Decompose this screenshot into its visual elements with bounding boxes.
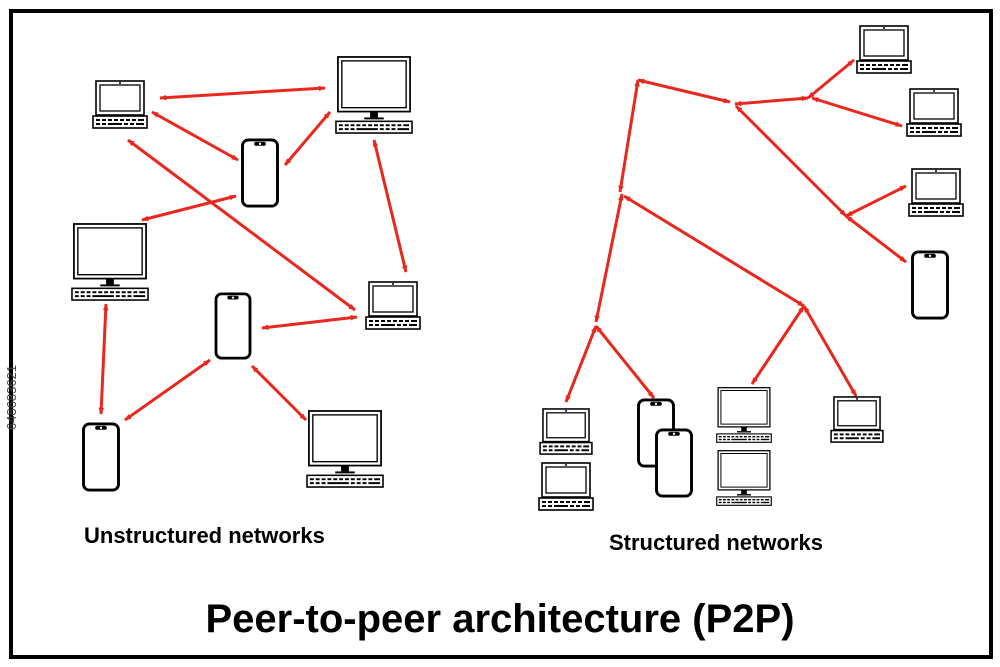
diagram-frame xyxy=(9,9,993,659)
unstructured-networks-label: Unstructured networks xyxy=(84,523,325,548)
phone-icon xyxy=(655,428,693,498)
link-top-left-hub xyxy=(618,79,640,193)
link-lefthub-bottomhub xyxy=(594,193,624,323)
link-hub2-laptop2 xyxy=(811,96,903,128)
link-phone1-desktop2 xyxy=(141,194,237,222)
stock-id-watermark: 648683621 xyxy=(4,364,19,430)
desktop-icon xyxy=(71,223,149,301)
link-top-hub xyxy=(637,78,731,104)
phone-icon xyxy=(81,422,121,492)
laptop-icon xyxy=(906,88,962,137)
link-lefthub-righthub xyxy=(623,194,805,308)
laptop-icon xyxy=(830,396,884,443)
desktop-icon xyxy=(306,410,384,488)
link-bottomhub-laptop4 xyxy=(564,325,598,403)
link-righthub-desktop1 xyxy=(750,305,806,385)
link-desktop1-laptop2 xyxy=(372,139,408,273)
structured-networks-label: Structured networks xyxy=(609,530,823,555)
phone-icon xyxy=(214,292,252,360)
unstructured-devices xyxy=(71,56,421,492)
link-laptop1-phone1 xyxy=(151,110,239,162)
link-righthub-laptop6 xyxy=(802,305,858,397)
link-phone2-laptop2 xyxy=(261,314,358,331)
unstructured-links xyxy=(98,85,408,422)
page-title: Peer-to-peer architecture (P2P) xyxy=(205,597,795,641)
phone-icon xyxy=(241,138,279,208)
link-desktop1-phone1 xyxy=(283,111,332,166)
desktop-icon xyxy=(335,56,413,134)
link-bottomhub-phone2 xyxy=(594,325,656,399)
desktop-icon xyxy=(716,387,772,443)
laptop-icon xyxy=(539,408,593,455)
link-laptop1-desktop1 xyxy=(159,85,326,101)
laptop-icon xyxy=(856,25,912,74)
link-phone2-desktop3 xyxy=(250,364,308,422)
link-hub-hub3 xyxy=(734,104,848,218)
laptop-icon xyxy=(92,80,148,129)
laptop-icon xyxy=(538,462,594,511)
link-hub3-laptop3 xyxy=(845,184,907,218)
laptop-icon xyxy=(908,168,964,217)
link-hub3-phone1 xyxy=(845,214,907,264)
link-phone2-phone3 xyxy=(124,358,211,422)
desktop-icon xyxy=(716,450,772,506)
link-desktop2-phone3 xyxy=(98,303,109,415)
link-hub-hub2 xyxy=(734,95,809,107)
link-hub2-laptop1 xyxy=(807,58,855,100)
link-laptop1-laptop2 xyxy=(127,138,356,312)
structured-links xyxy=(564,58,907,403)
structured-devices xyxy=(538,25,964,511)
phone-icon xyxy=(911,250,949,320)
laptop-icon xyxy=(365,281,421,330)
